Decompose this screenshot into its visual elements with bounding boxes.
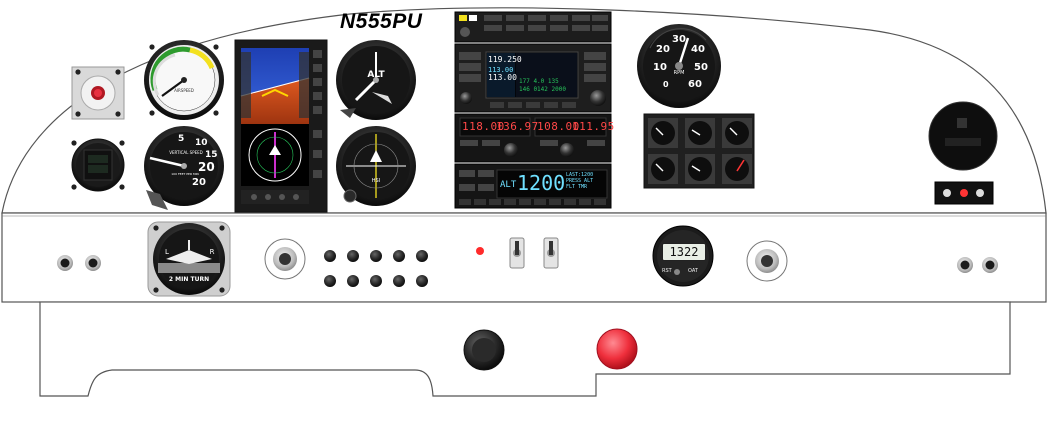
digital-clock	[71, 138, 125, 192]
vsi-num-20: 20	[198, 160, 215, 174]
transponder-mode: ALT	[500, 180, 517, 190]
engine-gauge-cluster	[643, 113, 755, 189]
headphone-jack-icon	[957, 257, 973, 273]
circuit-breaker-panel	[324, 250, 428, 287]
altimeter-title: ALT	[367, 70, 385, 80]
circuit-breaker-icon	[416, 250, 428, 262]
circuit-breaker-icon	[324, 275, 336, 287]
turn-coordinator-right: R	[209, 248, 215, 256]
gps-navigator	[454, 43, 612, 113]
circuit-breaker-icon	[416, 275, 428, 287]
vsi-num-15: 15	[205, 150, 218, 160]
engine-gauge	[685, 154, 715, 184]
engine-gauge	[648, 154, 678, 184]
transponder-info: LAST:1200 PRESS ALT FLT TMR	[566, 172, 593, 190]
transponder-info-line: PRESS ALT	[566, 178, 594, 184]
gps-com-standby: 113.00	[488, 66, 514, 74]
engine-gauge	[722, 118, 752, 148]
tach-num-10: 10	[653, 62, 667, 73]
tach-num-50: 50	[694, 62, 708, 73]
headphone-jack-icon	[982, 257, 998, 273]
audio-panel	[454, 11, 612, 43]
circuit-breaker-icon	[324, 250, 336, 262]
transponder-code[interactable]: 1200	[517, 171, 566, 195]
tach-num-20: 20	[656, 44, 670, 55]
hobbs-left-label: RST	[662, 268, 672, 274]
engine-gauge	[722, 154, 752, 184]
toggle-switch-icon	[509, 237, 525, 269]
vsi-title: VERTICAL SPEED	[169, 150, 203, 155]
gps-data-row: 177 4.0 135	[519, 78, 559, 85]
red-push-button	[596, 328, 638, 370]
airspeed-indicator	[144, 40, 224, 120]
vsi-num-10: 10	[195, 138, 208, 148]
toggle-switch-icon	[543, 237, 559, 269]
panel-knob-left	[264, 238, 306, 280]
tach-title: RPM	[673, 70, 685, 76]
gps-com-active: 119.250	[488, 55, 522, 64]
status-led-icon	[476, 247, 484, 255]
tach-num-40: 40	[691, 44, 705, 55]
annunciator-light-unit	[71, 66, 125, 120]
transponder	[454, 163, 612, 209]
altimeter	[336, 40, 416, 120]
circuit-breaker-icon	[393, 275, 405, 287]
engine-gauge	[648, 118, 678, 148]
vsi-num-5: 5	[178, 134, 185, 144]
turn-coordinator	[147, 221, 231, 297]
black-push-button	[463, 329, 505, 371]
nav-com-radio	[454, 113, 612, 163]
hobbs-value: 1322	[662, 243, 706, 261]
vertical-speed-indicator	[144, 126, 224, 210]
vsi-num-20b: 20	[192, 177, 206, 188]
engine-gauge	[685, 118, 715, 148]
panel-lower-section	[39, 301, 1011, 397]
headphone-jack-icon	[57, 255, 73, 271]
gps-data-row: 146 0142 2000	[519, 86, 566, 93]
heading-title: HSI	[371, 178, 381, 184]
hobbs-right-label: OAT	[688, 268, 698, 274]
nav-standby-frequency: 111.95	[572, 120, 615, 133]
circuit-breaker-icon	[347, 250, 359, 262]
hour-meter-gauge	[928, 101, 998, 171]
headphone-jack-icon	[85, 255, 101, 271]
tach-num-0: 0	[663, 80, 669, 89]
transponder-info-line: LAST:1200	[566, 172, 594, 178]
transponder-info-line: FLT TMR	[566, 184, 588, 190]
heading-indicator	[336, 126, 416, 206]
tachometer	[637, 24, 721, 108]
efis-display	[234, 39, 328, 213]
vsi-unit: 100 FEET PER MIN	[171, 172, 199, 176]
circuit-breaker-icon	[347, 275, 359, 287]
tach-num-30: 30	[672, 34, 686, 45]
com-active-frequency: 118.00	[462, 120, 505, 133]
panel-knob-right	[746, 240, 788, 282]
right-switch-panel	[934, 181, 994, 205]
com-standby-frequency: 136.97	[496, 120, 539, 133]
tail-number: N555PU	[340, 10, 423, 33]
circuit-breaker-icon	[370, 250, 382, 262]
turn-coordinator-caption: 2 MIN TURN	[168, 276, 210, 283]
airspeed-title: AIRSPEED	[174, 88, 194, 93]
tach-num-60: 60	[688, 79, 702, 90]
nav-active-frequency: 108.00	[537, 120, 580, 133]
circuit-breaker-icon	[393, 250, 405, 262]
turn-coordinator-left: L	[165, 248, 169, 256]
circuit-breaker-icon	[370, 275, 382, 287]
gps-nav-active: 113.00	[488, 73, 517, 82]
